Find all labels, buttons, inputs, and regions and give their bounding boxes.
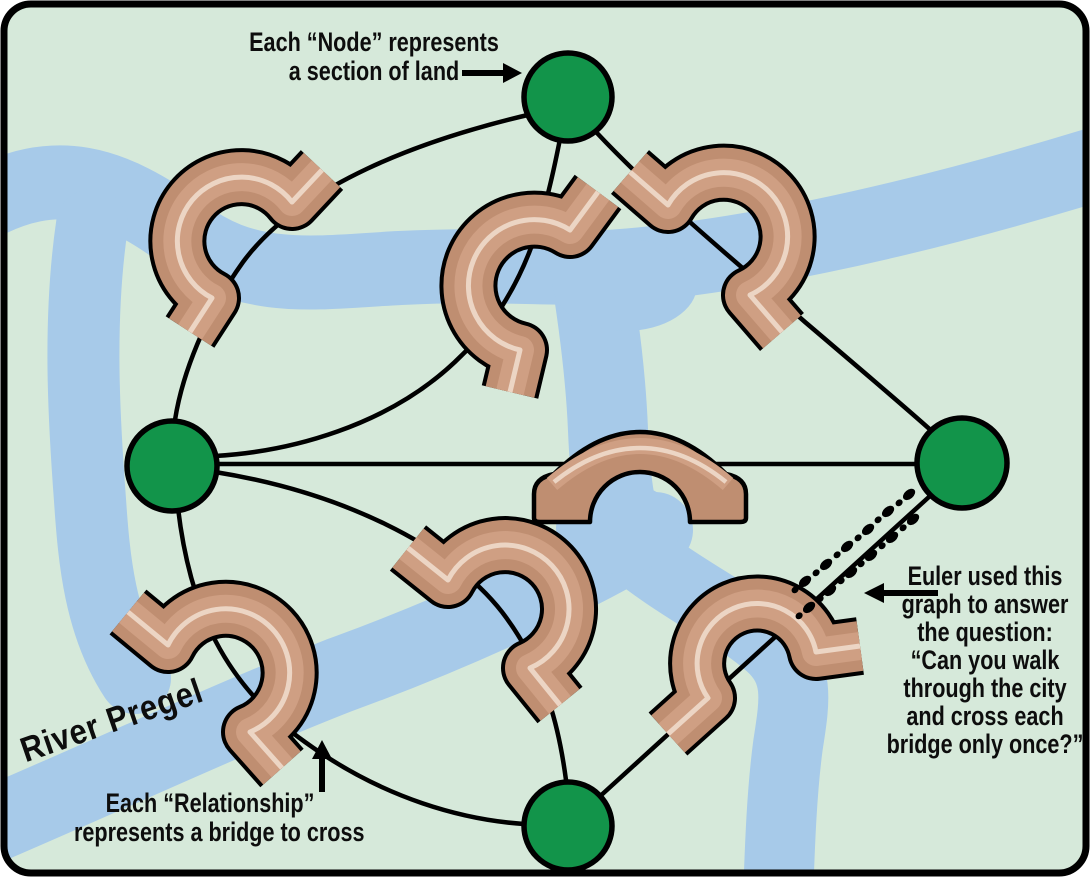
relationship-annotation: Each “Relationship” represents a bridge … bbox=[74, 788, 365, 847]
river-upper-junction bbox=[553, 239, 697, 331]
euler-annotation: Euler used this graph to answer the ques… bbox=[865, 562, 1090, 758]
bridge-northwest bbox=[148, 148, 344, 348]
annotation-arrows bbox=[312, 63, 938, 792]
euler-annotation-line: bridge only once?” bbox=[886, 729, 1084, 759]
river bbox=[7, 123, 1083, 870]
bridge-northeast bbox=[610, 143, 817, 351]
node-annotation: Each “Node” represents a section of land bbox=[238, 28, 510, 86]
edge-island-south-middle bbox=[212, 469, 569, 783]
river-left-branch bbox=[47, 189, 171, 714]
up-arrow-icon bbox=[312, 740, 332, 792]
node-east bbox=[914, 415, 1010, 511]
edge-south-east bbox=[594, 493, 933, 802]
left-arrow-icon bbox=[864, 583, 938, 603]
bridge-lower-middle bbox=[389, 516, 598, 724]
euler-annotation-line: graph to answer bbox=[901, 589, 1069, 619]
footprints-icon bbox=[791, 488, 920, 620]
euler-annotation-line: the question: bbox=[917, 617, 1053, 647]
right-arrow-icon bbox=[462, 63, 522, 83]
node-annotation-line2: a section of land bbox=[288, 56, 460, 86]
river-southeast-channel bbox=[585, 505, 829, 870]
euler-annotation-line: through the city bbox=[903, 673, 1067, 703]
euler-annotation-line: “Can you walk bbox=[910, 645, 1060, 675]
graph-nodes bbox=[124, 50, 1010, 870]
node-island bbox=[124, 418, 220, 514]
bridge-center-arch bbox=[531, 429, 749, 525]
node-north bbox=[521, 50, 615, 144]
node-south bbox=[521, 779, 615, 870]
relationship-annotation-line1: Each “Relationship” bbox=[105, 788, 315, 818]
river-upper-channel bbox=[7, 123, 1083, 310]
euler-annotation-line: and cross each bbox=[906, 701, 1064, 731]
euler-annotation-line: Euler used this bbox=[907, 561, 1063, 591]
bridges bbox=[109, 143, 864, 788]
node-annotation-line1: Each “Node” represents bbox=[249, 27, 499, 57]
bridge-southeast bbox=[648, 574, 864, 756]
bridge-upper-middle bbox=[439, 174, 622, 399]
bridge-southwest bbox=[109, 579, 319, 788]
edge-north-island-west bbox=[172, 111, 535, 423]
relationship-annotation-line2: represents a bridge to cross bbox=[74, 817, 365, 847]
